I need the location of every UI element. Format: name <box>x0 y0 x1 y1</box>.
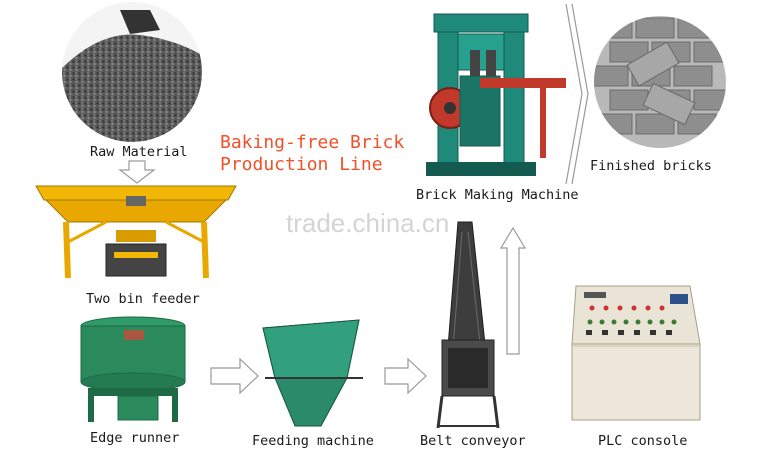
belt-conveyor-label: Belt conveyor <box>420 433 526 449</box>
brick-making-machine-image <box>426 13 566 176</box>
raw-material-image <box>62 2 202 142</box>
diagram-title-line1: Baking-free Brick <box>220 132 405 153</box>
arrow-right-icon <box>210 357 259 395</box>
plc-console-image <box>571 285 701 421</box>
raw-material-label: Raw Material <box>90 144 188 160</box>
edge-runner-label: Edge runner <box>90 430 180 446</box>
belt-conveyor-image <box>436 221 500 429</box>
feeding-machine-image <box>262 319 363 427</box>
feeding-machine-label: Feeding machine <box>252 433 374 449</box>
finished-bricks-label: Finished bricks <box>590 158 712 174</box>
watermark: trade.china.cn <box>286 208 450 238</box>
two-bin-feeder-label: Two bin feeder <box>86 291 200 307</box>
arrow-right-icon <box>384 357 427 395</box>
arrow-down-icon <box>118 160 156 184</box>
diagram-title: Baking-free Brick Production Line <box>220 132 404 176</box>
arrow-right-icon <box>565 3 589 185</box>
finished-bricks-image <box>594 16 726 148</box>
two-bin-feeder-image <box>35 185 237 279</box>
diagram-title-line2: Production Line <box>220 154 383 175</box>
arrow-up-icon <box>499 226 527 355</box>
brick-making-machine-label: Brick Making Machine <box>416 187 579 203</box>
edge-runner-image <box>80 316 186 422</box>
plc-console-label: PLC console <box>598 433 688 449</box>
